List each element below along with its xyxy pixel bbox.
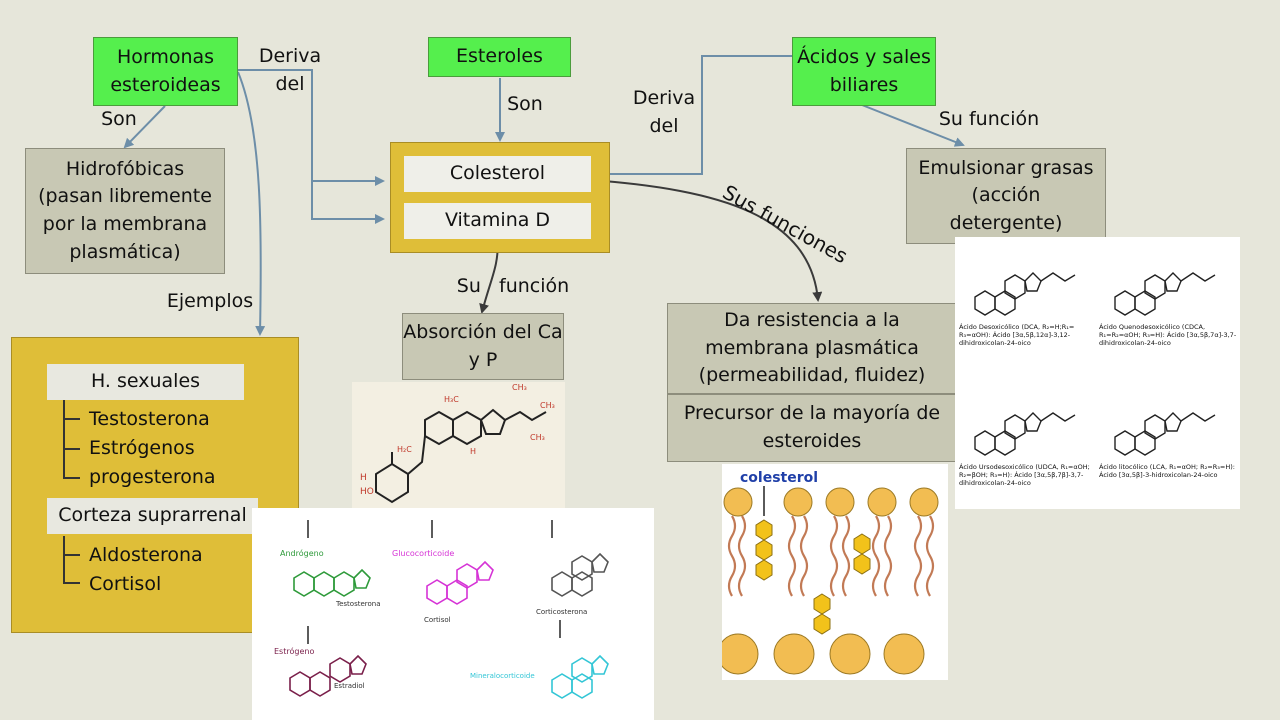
node-vitamina-d: Vitamina D	[404, 203, 591, 239]
examples-sexuales-title: H. sexuales	[47, 364, 244, 400]
vitamin-d-structure-image: HO H H₃C CH₃ CH₃ CH₃ H₂C H	[352, 382, 565, 510]
node-hormonas-esteroideas: Hormonas esteroideas	[93, 37, 238, 106]
example-item-progesterona: progesterona	[89, 466, 216, 488]
label-cortisol: Cortisol	[424, 616, 451, 624]
label-ejemplos: Ejemplos	[166, 290, 254, 312]
svg-text:CH₃: CH₃	[530, 433, 545, 442]
svg-text:CH₃: CH₃	[512, 383, 527, 392]
examples-corteza-title: Corteza suprarrenal	[47, 498, 258, 534]
node-precursor-esteroides: Precursor de la mayoría de esteroides	[667, 394, 957, 462]
arrow-hormonas-to-ejemplos	[237, 71, 266, 336]
label-su-funcion-mid: Su función	[456, 275, 570, 297]
bile-caption-lca: Ácido litocólico (LCA, R₁=αOH; R₂=R₃=H):…	[1099, 463, 1235, 479]
example-item-cortisol: Cortisol	[89, 573, 162, 595]
arrow-hormonas-to-hidrofobicas	[123, 105, 166, 149]
label-son-mid: Son	[507, 93, 543, 115]
arrow-colesterol-to-resistencia	[591, 179, 823, 302]
example-item-estrogenos: Estrógenos	[89, 437, 195, 459]
node-absorcion: Absorción del Ca y P	[402, 313, 564, 380]
steroid-hormones-image: Andrógeno Testosterona Glucocorticoide C…	[252, 508, 654, 720]
svg-text:HO: HO	[360, 487, 374, 497]
bile-caption-dca: Ácido Desoxicólico (DCA, R₂=H;R₁= R₃=αOH…	[959, 323, 1075, 347]
membrane-label-colesterol: colesterol	[740, 470, 818, 486]
label-corticosterona: Corticosterona	[536, 608, 587, 616]
arrow-hormonas-to-vitamina	[311, 181, 385, 224]
label-deriva-del-right: Deriva del	[632, 87, 696, 137]
steroid-hormones-drawing: Andrógeno Testosterona Glucocorticoide C…	[274, 520, 609, 699]
examples-sexuales-list: Testosterona Estrógenos progesterona	[89, 405, 216, 492]
svg-text:H: H	[470, 447, 476, 456]
node-esteroles: Esteroles	[428, 37, 571, 77]
svg-text:H₂C: H₂C	[397, 445, 412, 454]
svg-text:CH₃: CH₃	[540, 401, 555, 410]
arrow-hormonas-to-colesterol	[238, 69, 385, 186]
example-item-testosterona: Testosterona	[89, 408, 210, 430]
label-su-funcion-right: Su función	[938, 108, 1040, 130]
label-testosterona: Testosterona	[335, 600, 381, 608]
membrane-drawing: colesterol	[722, 470, 939, 675]
node-hidrofobicas: Hidrofóbicas (pasan libremente por la me…	[25, 148, 225, 274]
label-estrogeno: Estrógeno	[274, 646, 314, 656]
bile-caption-cdca: Ácido Quenodesoxicólico (CDCA, R₁=R₂=αOH…	[1099, 323, 1237, 347]
arrow-acidos-to-emulsionar	[861, 104, 965, 147]
vitamin-d-molecule-icon: HO H H₃C CH₃ CH₃ CH₃ H₂C H	[360, 383, 555, 504]
arrow-acidos-to-colesterol	[598, 55, 792, 179]
label-mineralocorticoide: Mineralocorticoide	[470, 672, 535, 680]
svg-text:H: H	[360, 473, 367, 483]
node-resistencia-membrana: Da resistencia a la membrana plasmática …	[667, 303, 957, 394]
bile-caption-udca: Ácido Ursodesoxicólico (UDCA, R₁=αOH; R₂…	[959, 463, 1090, 487]
label-son-left: Son	[101, 108, 137, 130]
label-glucocorticoide: Glucocorticoide	[392, 549, 454, 558]
node-acidos-biliares: Ácidos y sales biliares	[792, 37, 936, 106]
examples-corteza-list: Aldosterona Cortisol	[89, 541, 203, 599]
node-emulsionar-grasas: Emulsionar grasas (acción detergente)	[906, 148, 1106, 244]
membrane-image: colesterol	[722, 464, 948, 680]
label-estradiol: Estradiol	[334, 682, 365, 690]
bile-acids-drawing: Ácido Desoxicólico (DCA, R₂=H;R₁= R₃=αOH…	[959, 272, 1237, 487]
label-deriva-del-left: Deriva del	[258, 45, 322, 95]
svg-text:H₃C: H₃C	[444, 395, 459, 404]
node-colesterol: Colesterol	[404, 156, 591, 192]
label-androgeno: Andrógeno	[280, 548, 324, 558]
bile-acids-image: Ácido Desoxicólico (DCA, R₂=H;R₁= R₃=αOH…	[955, 237, 1240, 509]
example-item-aldosterona: Aldosterona	[89, 544, 203, 566]
